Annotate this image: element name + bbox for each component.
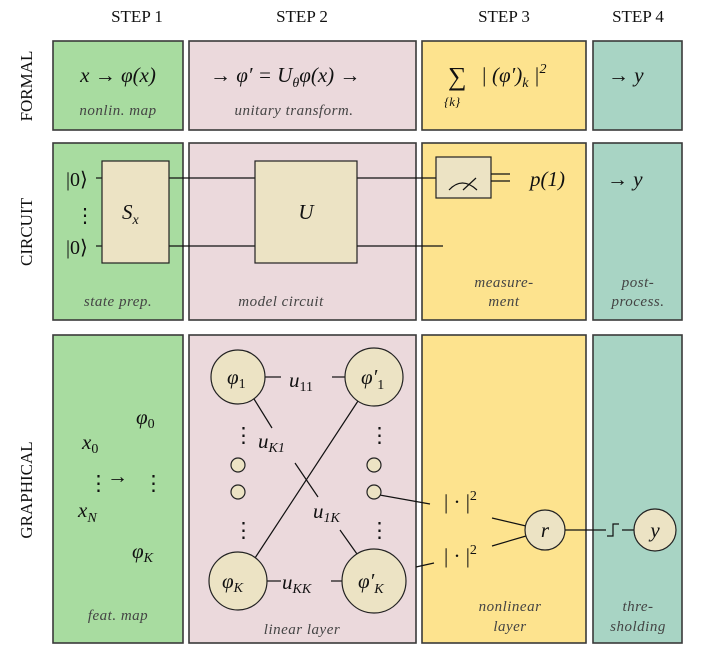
circuit-step3-caption-2: ment	[488, 294, 519, 310]
x-N: xN	[77, 498, 97, 526]
right-dots-top: ⋮	[369, 423, 390, 447]
circuit-step1-caption: state prep.	[84, 294, 152, 310]
edge-u1K-bottom	[339, 529, 358, 555]
graphical-step4-box	[592, 334, 683, 644]
step-2-header: STEP 2	[276, 7, 328, 26]
edge-to-abs-bottom	[415, 562, 435, 568]
small-node-left-1	[230, 457, 246, 473]
node-phi-K-label: φK	[222, 569, 244, 596]
probability-formula: | (φ′)k |2	[481, 62, 546, 91]
edge-uK1-top	[253, 398, 273, 429]
circuit-step4-caption-1: post-	[621, 275, 655, 291]
formal-step1-caption: nonlin. map	[79, 103, 156, 119]
node-y-label: y	[648, 518, 660, 542]
weight-u1K: u1K	[313, 499, 341, 526]
graphical-step4-caption-1: thre-	[622, 599, 653, 615]
circuit-step3-caption-1: measure-	[474, 275, 533, 291]
node-phi-prime-1-label: φ′1	[361, 365, 384, 393]
graphical-step2-caption: linear layer	[264, 622, 340, 638]
graphical-step3-box	[421, 334, 587, 644]
feature-map-formula: x → φ(x)	[79, 63, 156, 87]
formal-output: → y	[608, 63, 644, 87]
weight-uKK: uKK	[282, 570, 312, 597]
edge-u1K	[254, 400, 359, 559]
left-dots-top: ⋮	[233, 423, 254, 447]
phi-K: φK	[132, 539, 154, 566]
phi-dots: ⋮	[143, 471, 164, 495]
formal-step3-box	[421, 40, 587, 131]
graphical-step3-caption-2: layer	[493, 619, 526, 635]
unitary-gate-label: U	[298, 200, 315, 224]
small-node-right-2	[366, 484, 382, 500]
state-prep-gate-label: Sx	[122, 200, 140, 228]
formal-step2-caption: unitary transform.	[234, 103, 353, 119]
abs-squared-bottom: | · |2	[444, 543, 477, 568]
abs-squared-top: | · |2	[444, 489, 477, 514]
sum-index: {k}	[444, 94, 461, 109]
step-4-header: STEP 4	[612, 7, 664, 26]
left-dots-bottom: ⋮	[233, 518, 254, 542]
ket-zero-top: |0⟩	[66, 169, 88, 191]
step-3-header: STEP 3	[478, 7, 530, 26]
node-phi-prime-1	[344, 347, 404, 407]
graphical-step4-caption-2: sholding	[610, 619, 666, 635]
unitary-formula: → φ′ = Uθφ(x) →	[210, 63, 360, 91]
ket-zero-bottom: |0⟩	[66, 237, 88, 259]
edge-abs-to-r-bottom	[491, 535, 527, 547]
node-phi-1-label: φ1	[227, 365, 246, 392]
graphical-step1-caption: feat. map	[88, 608, 148, 624]
x-dots: ⋮	[88, 471, 109, 495]
edge-abs-to-r-top	[491, 517, 527, 527]
step-1-header: STEP 1	[111, 7, 163, 26]
node-phi-1	[210, 349, 266, 405]
weight-uK1: uK1	[258, 429, 285, 456]
row-label-circuit: CIRCUIT	[17, 197, 36, 266]
formal-step4-box	[592, 40, 683, 131]
weight-u11: u11	[289, 368, 313, 395]
small-node-left-2	[230, 484, 246, 500]
edge-to-abs-top	[373, 493, 431, 505]
node-r-label: r	[541, 518, 550, 542]
node-phi-prime-K-label: φ′K	[358, 569, 384, 597]
row-label-formal: FORMAL	[17, 51, 36, 122]
graphical-step1-box	[52, 334, 184, 644]
phi-0: φ0	[136, 405, 155, 432]
node-phi-K	[208, 551, 268, 611]
step-function-icon	[565, 523, 634, 537]
graphical-step3-caption-1: nonlinear	[479, 599, 542, 615]
circuit-output: → y	[607, 167, 643, 191]
node-y	[633, 508, 677, 552]
unitary-gate	[254, 160, 358, 264]
node-phi-prime-K	[341, 548, 407, 614]
circuit-step4-box	[592, 142, 683, 321]
sum-symbol: ∑	[448, 62, 467, 91]
circuit-step4-caption-2: process.	[610, 294, 664, 310]
measurement-gate	[435, 156, 492, 199]
meter-icon	[448, 177, 478, 191]
circuit-step2-caption: model circuit	[238, 294, 324, 310]
ket-dots: ⋮	[75, 205, 95, 227]
formal-step2-box	[188, 40, 417, 131]
small-node-right-1	[366, 457, 382, 473]
measure-output: p(1)	[528, 167, 565, 191]
formal-step1-box	[52, 40, 184, 131]
state-prep-gate	[101, 160, 170, 264]
right-dots-bottom: ⋮	[369, 518, 390, 542]
row-label-graphical: GRAPHICAL	[17, 441, 36, 538]
x-0: x0	[81, 430, 98, 457]
feature-arrow: →	[107, 464, 128, 488]
